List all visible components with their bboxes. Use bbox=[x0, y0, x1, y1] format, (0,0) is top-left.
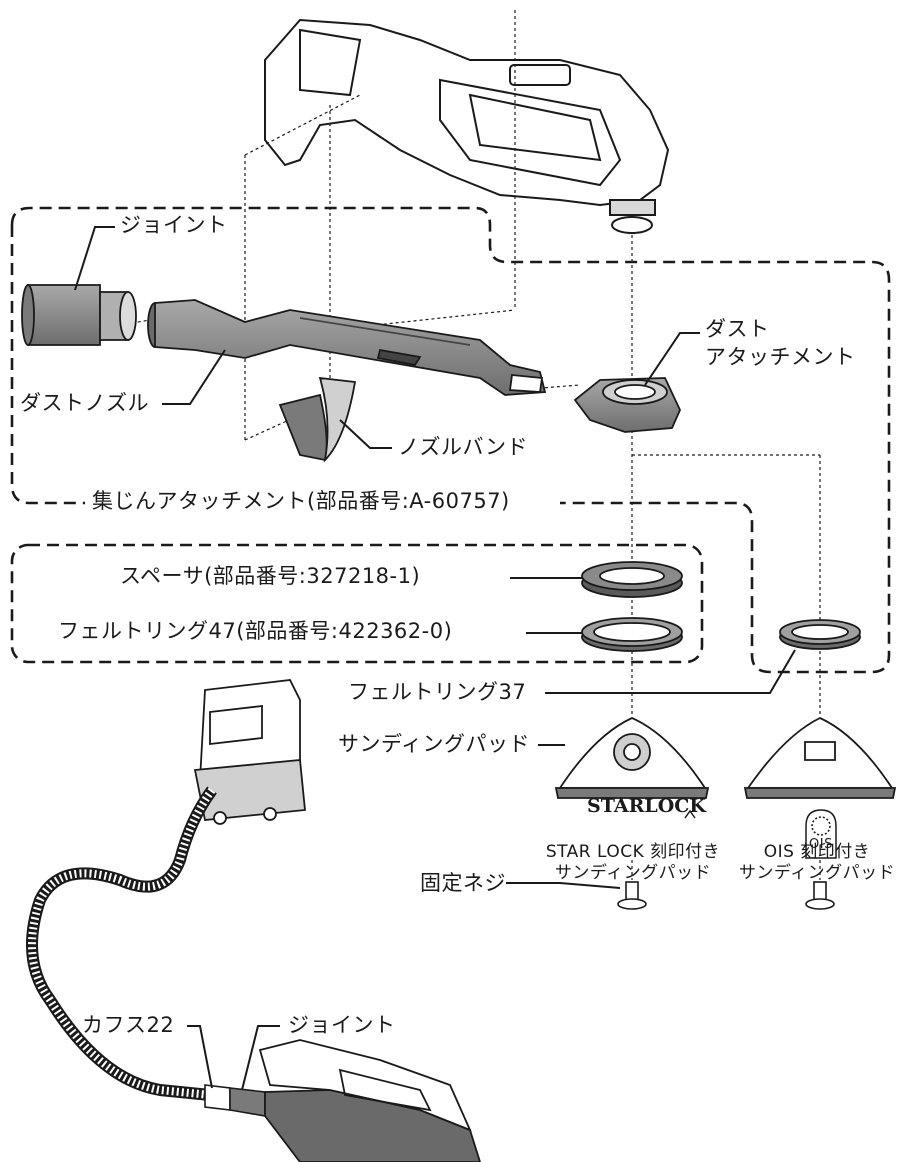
spacer-part bbox=[581, 561, 683, 598]
fixing-screw-starlock bbox=[617, 881, 647, 910]
label-dust-nozzle: ダストノズル bbox=[20, 391, 149, 415]
label-starlock-pad-line2: サンディングパッド bbox=[554, 863, 712, 884]
label-felt-ring-37: フェルトリング37 bbox=[348, 680, 527, 704]
label-joint-top: ジョイント bbox=[120, 213, 228, 237]
felt-ring-47-part bbox=[581, 617, 683, 652]
label-dust-attachment-line2: アタッチメント bbox=[705, 345, 856, 369]
leader-lines bbox=[74, 226, 796, 1091]
felt-ring-37-part bbox=[779, 619, 861, 650]
vacuum-hose bbox=[26, 786, 217, 1101]
nozzle-band-part bbox=[278, 376, 357, 463]
joint-part-bottom bbox=[229, 1087, 266, 1117]
multi-tool-bottom bbox=[258, 1039, 481, 1162]
label-starlock-pad-line1: STAR LOCK 刻印付き bbox=[545, 842, 721, 862]
starlock-sanding-pad bbox=[554, 717, 710, 799]
label-nozzle-band: ノズルバンド bbox=[398, 435, 529, 459]
label-sanding-pad: サンディングパッド bbox=[338, 732, 531, 756]
label-cuff-22: カフス22 bbox=[82, 1013, 175, 1037]
dust-attachment-part bbox=[573, 377, 681, 433]
label-spacer: スペーサ(部品番号:327218-1) bbox=[120, 564, 421, 588]
label-joint-bottom: ジョイント bbox=[288, 1013, 396, 1037]
ois-logo-icon bbox=[805, 809, 837, 859]
dust-nozzle-part bbox=[147, 299, 547, 396]
fixing-screw-ois bbox=[805, 881, 835, 910]
ois-sanding-pad bbox=[743, 717, 897, 799]
label-ois-pad-line2: サンディングパッド bbox=[738, 863, 896, 884]
starlock-logo-text: STARLOCK bbox=[587, 795, 706, 817]
attachment-kit-boundary bbox=[10, 206, 891, 674]
label-felt-ring-47: フェルトリング47(部品番号:422362-0) bbox=[58, 619, 453, 643]
cuff-22-part bbox=[204, 1084, 231, 1111]
starlock-logo-icon bbox=[684, 809, 696, 819]
ois-logo-text: OIS bbox=[809, 837, 833, 852]
multi-tool-top bbox=[264, 18, 670, 234]
joint-part-top bbox=[21, 284, 137, 346]
spacer-felt-boundary bbox=[10, 543, 704, 664]
label-starlock-pad: STAR LOCK 刻印付き サンディングパッド bbox=[538, 842, 728, 885]
label-dust-attachment-line1: ダスト bbox=[705, 317, 770, 341]
dust-extractor bbox=[193, 679, 306, 825]
label-fixing-screw: 固定ネジ bbox=[420, 871, 506, 895]
label-ois-pad-line1: OIS 刻印付き bbox=[763, 842, 871, 862]
label-attachment-kit: 集じんアタッチメント(部品番号:A-60757) bbox=[92, 489, 510, 513]
label-ois-pad: OIS 刻印付き サンディングパッド bbox=[738, 842, 896, 885]
